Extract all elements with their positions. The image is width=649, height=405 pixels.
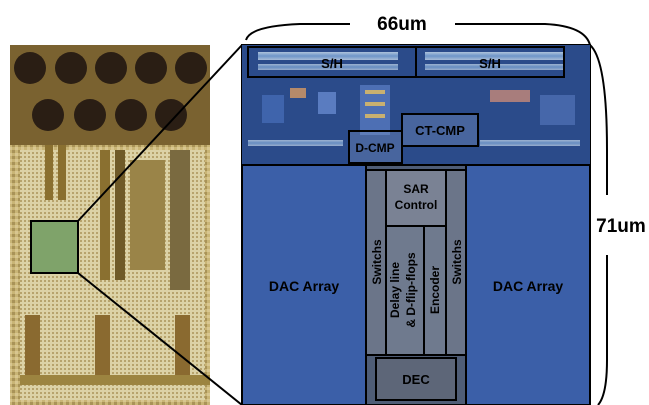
bond-pads: [10, 45, 210, 145]
die-zoom: S/H S/H CT-CMP D-CMP DAC Array DAC Array…: [241, 44, 591, 405]
width-label: 66um: [377, 14, 427, 35]
dac-array-left: [241, 164, 367, 405]
encoder-block: [423, 225, 447, 356]
core-highlight-box: [30, 220, 79, 274]
dec-block: [375, 357, 457, 401]
dac-array-left-label: DAC Array: [269, 278, 339, 294]
encoder-label: Encoder: [428, 266, 442, 314]
width-dimension: 66um: [245, 14, 591, 46]
delay-line-label-line2: & D-flip-flops: [404, 252, 418, 328]
zoom-line-top: [77, 44, 243, 222]
sar-control-label-line2: Control: [395, 198, 438, 212]
zoom-line-bottom: [77, 272, 243, 405]
height-label: 71um: [596, 216, 646, 237]
sh-right-label: S/H: [479, 56, 501, 71]
sar-control-label-line1: SAR: [403, 182, 429, 196]
sh-left-label: S/H: [321, 56, 343, 71]
chip-photo: [10, 45, 210, 405]
d-cmp-block: [348, 130, 403, 164]
switches-left-label: Switchs: [370, 239, 384, 285]
delay-line-block: [385, 225, 425, 356]
dac-array-right-label: DAC Array: [493, 278, 563, 294]
height-dimension: 71um: [589, 44, 646, 405]
sh-right-block: [415, 46, 565, 78]
delay-line-label-line1: Delay line: [388, 262, 402, 318]
switches-right-label: Switchs: [450, 239, 464, 285]
ct-cmp-block: [401, 113, 479, 147]
dec-label: DEC: [402, 372, 430, 387]
ct-cmp-label: CT-CMP: [415, 123, 465, 138]
d-cmp-label: D-CMP: [355, 141, 394, 155]
